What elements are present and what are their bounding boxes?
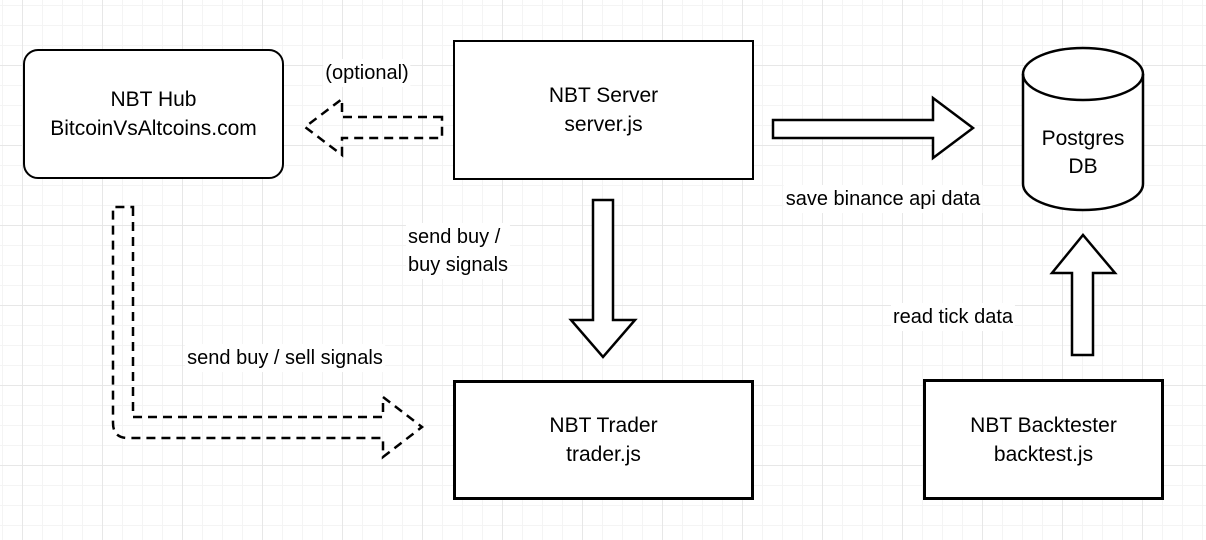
node-nbt-hub-title: NBT Hub (110, 88, 197, 111)
node-postgres-db-subtitle: DB (1068, 155, 1098, 178)
node-nbt-server: NBT Server server.js (453, 40, 754, 180)
node-nbt-trader: NBT Trader trader.js (453, 380, 754, 500)
node-nbt-trader-title: NBT Trader (549, 414, 658, 437)
node-nbt-backtester-title: NBT Backtester (970, 413, 1117, 437)
node-nbt-hub-subtitle: BitcoinVsAltcoins.com (50, 117, 257, 140)
edge-label-optional: (optional) (323, 59, 411, 87)
node-postgres-db: Postgres DB (1023, 125, 1143, 181)
edge-label-save-binance-api-data: save binance api data (783, 185, 983, 213)
node-nbt-hub: NBT Hub BitcoinVsAltcoins.com (23, 49, 284, 179)
edge-label-send-buy-signals-line2: buy signals (407, 254, 509, 276)
postgres-cylinder-shape (1021, 46, 1145, 212)
node-nbt-server-subtitle: server.js (564, 113, 643, 136)
node-nbt-backtester-subtitle: backtest.js (993, 442, 1094, 466)
node-postgres-db-title: Postgres (1041, 127, 1125, 150)
edge-label-send-buy-sell-signals: send buy / sell signals (185, 344, 385, 372)
node-nbt-backtester: NBT Backtester backtest.js (923, 379, 1164, 500)
node-nbt-server-title: NBT Server (548, 84, 659, 107)
edge-label-send-buy-signals-line1: send buy / (407, 226, 501, 248)
arrow-backtester-to-postgres (1049, 233, 1118, 357)
edge-label-read-tick-data: read tick data (890, 303, 1016, 331)
arrow-server-to-hub (302, 96, 444, 158)
arrow-server-to-trader (568, 198, 638, 359)
node-nbt-trader-subtitle: trader.js (566, 443, 641, 466)
edge-label-send-buy-signals: send buy / buy signals (405, 223, 511, 279)
arrow-hub-to-trader (111, 205, 425, 460)
arrow-server-to-postgres (771, 95, 976, 161)
